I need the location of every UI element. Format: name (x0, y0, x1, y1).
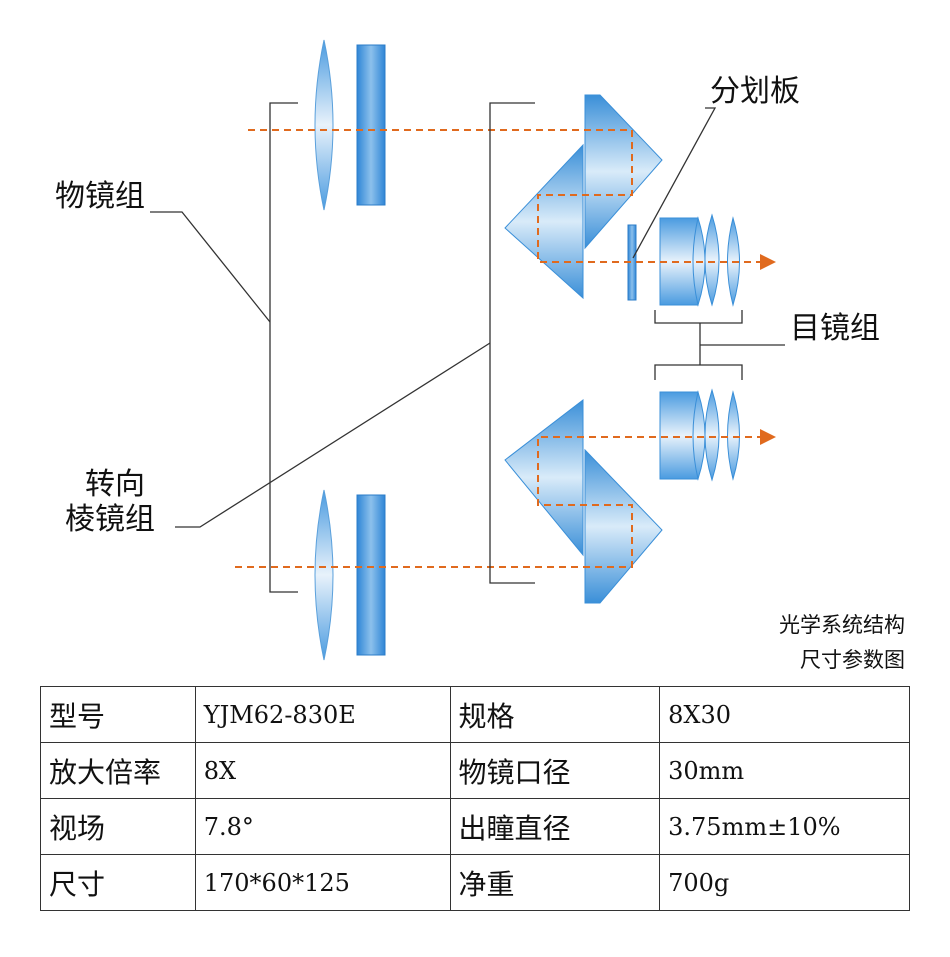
spec-value: 8X (194, 742, 451, 799)
spec-label: 出瞳直径 (449, 798, 661, 855)
spec-label: 型号 (40, 686, 196, 743)
spec-label: 尺寸 (40, 854, 196, 911)
caption-line1: 光学系统结构 (779, 613, 905, 637)
prism-top (504, 94, 663, 300)
spec-value: 8X30 (659, 686, 910, 743)
leader-lines (150, 102, 785, 593)
reticle-label: 分划板 (710, 74, 800, 109)
caption-line2: 尺寸参数图 (800, 648, 905, 672)
prism-bottom (504, 398, 663, 604)
spec-value: 700g (659, 854, 910, 911)
spec-value: 170*60*125 (194, 854, 451, 911)
objective-group-label: 物镜组 (55, 179, 145, 214)
spec-value: YJM62-830E (194, 686, 451, 743)
prism-group-label-line2: 棱镜组 (65, 502, 155, 537)
eyepiece-group-label: 目镜组 (790, 311, 880, 346)
objective-lens-top (314, 39, 386, 211)
eyepiece-top (659, 213, 740, 307)
spec-label: 放大倍率 (40, 742, 196, 799)
objective-lens-bottom (314, 489, 386, 661)
prism-group-label-line1: 转向 (85, 467, 145, 502)
light-path (235, 129, 776, 568)
spec-label: 物镜口径 (449, 742, 661, 799)
spec-value: 30mm (659, 742, 910, 799)
spec-value: 3.75mm±10% (659, 798, 910, 855)
spec-value: 7.8° (194, 798, 451, 855)
optical-diagram (150, 39, 785, 661)
spec-label: 视场 (40, 798, 196, 855)
eyepiece-bottom (659, 388, 740, 482)
spec-label: 规格 (449, 686, 661, 743)
spec-label: 净重 (449, 854, 661, 911)
